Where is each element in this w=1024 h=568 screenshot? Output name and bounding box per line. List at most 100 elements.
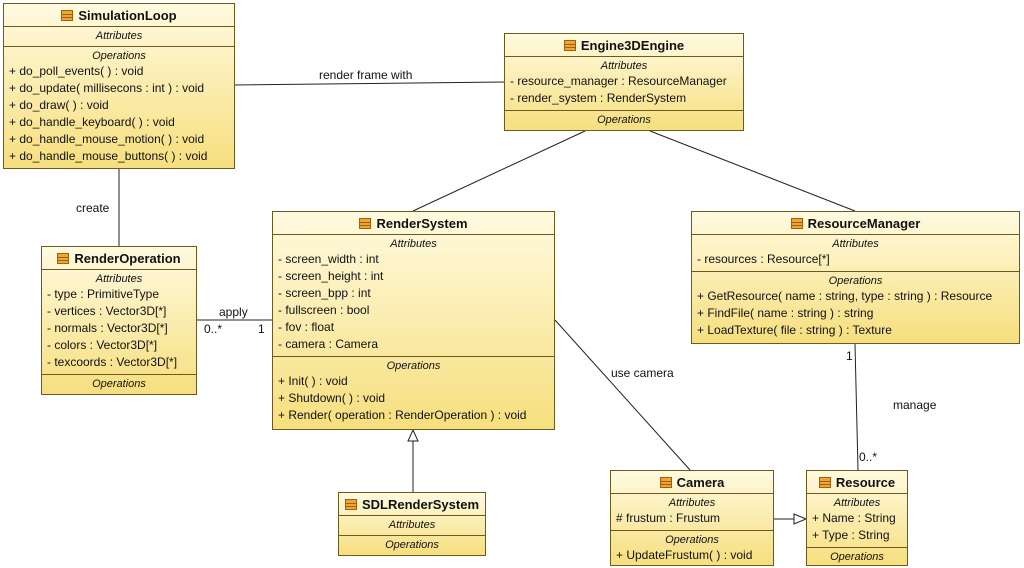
- edge-use-camera: [554, 319, 691, 471]
- operation: + do_handle_mouse_motion( ) : void: [9, 132, 205, 146]
- class-camera[interactable]: Camera Attributes # frustum : Frustum Op…: [610, 470, 774, 566]
- operations-title: Operations: [385, 539, 439, 551]
- class-resource-manager[interactable]: ResourceManager Attributes - resources :…: [691, 211, 1020, 344]
- attribute: - render_system : RenderSystem: [510, 91, 687, 105]
- operation: + GetResource( name : string, type : str…: [697, 289, 993, 303]
- attributes-title: Attributes: [600, 60, 648, 72]
- attributes-section: Attributes + Name : String + Type : Stri…: [807, 494, 907, 548]
- operation: + Init( ) : void: [278, 374, 348, 388]
- operation: + LoadTexture( file : string ) : Texture: [697, 323, 892, 337]
- attribute: - screen_height : int: [278, 269, 384, 283]
- operation: + FindFile( name : string ) : string: [697, 306, 874, 320]
- class-name: Resource: [835, 474, 896, 490]
- label-create: create: [76, 201, 110, 215]
- operation: + Shutdown( ) : void: [278, 391, 386, 405]
- attribute: + Type : String: [812, 528, 890, 542]
- operation: + UpdateFrustum( ) : void: [616, 548, 753, 562]
- label-render-frame-with: render frame with: [319, 68, 413, 82]
- operations-title: Operations: [92, 378, 146, 390]
- class-icon: [61, 9, 74, 21]
- attributes-title: Attributes: [95, 30, 143, 42]
- attributes-section: Attributes - resource_manager : Resource…: [505, 57, 743, 111]
- attributes-title: Attributes: [832, 238, 879, 250]
- label-apply-target-multiplicity: 1: [258, 322, 265, 336]
- class-name: RenderSystem: [376, 215, 468, 231]
- class-name: Camera: [676, 474, 725, 490]
- attribute: - screen_width : int: [278, 252, 379, 266]
- attributes-title: Attributes: [388, 519, 436, 531]
- attribute: - camera : Camera: [278, 337, 379, 351]
- attributes-title: Attributes: [95, 273, 143, 285]
- attribute: - normals : Vector3D[*]: [47, 321, 168, 335]
- operations-title: Operations: [597, 114, 651, 126]
- class-name: SDLRenderSystem: [361, 496, 480, 512]
- class-render-operation[interactable]: RenderOperation Attributes - type : Prim…: [41, 246, 197, 395]
- class-name: Engine3DEngine: [580, 37, 685, 53]
- class-icon: [359, 217, 372, 229]
- operations-section: Operations + Init( ) : void + Shutdown( …: [273, 357, 554, 427]
- operation: + do_update( millisecons : int ) : void: [9, 81, 205, 95]
- attribute: - texcoords : Vector3D[*]: [47, 355, 178, 369]
- operations-section: Operations: [339, 536, 485, 555]
- operations-section: Operations + UpdateFrustum( ) : void: [611, 531, 773, 567]
- class-icon: [818, 476, 831, 488]
- operations-section: Operations: [807, 548, 907, 567]
- class-name: RenderOperation: [74, 250, 181, 266]
- operations-title: Operations: [830, 551, 884, 563]
- attribute: - colors : Vector3D[*]: [47, 338, 158, 352]
- attributes-section: Attributes - screen_width : int - screen…: [273, 235, 554, 357]
- operation: + do_handle_mouse_buttons( ) : void: [9, 149, 208, 163]
- attributes-section: Attributes - type : PrimitiveType - vert…: [42, 270, 196, 375]
- class-icon: [790, 217, 803, 229]
- class-resource[interactable]: Resource Attributes + Name : String + Ty…: [806, 470, 908, 566]
- operations-section: Operations: [505, 111, 743, 130]
- attribute: - resources : Resource[*]: [697, 252, 830, 266]
- operations-title: Operations: [828, 275, 883, 287]
- class-sdl-render-system[interactable]: SDLRenderSystem Attributes Operations: [338, 492, 486, 556]
- edge-manage: [854, 343, 859, 471]
- operations-title: Operations: [386, 360, 441, 372]
- operations-section: Operations + GetResource( name : string,…: [692, 272, 1019, 342]
- attribute: - fov : float: [278, 320, 335, 334]
- class-icon: [57, 252, 70, 264]
- class-icon: [563, 39, 576, 51]
- operation: + do_poll_events( ) : void: [9, 64, 144, 78]
- operations-section: Operations: [42, 375, 196, 394]
- label-use-camera: use camera: [611, 366, 674, 380]
- attribute: + Name : String: [812, 511, 896, 525]
- label-manage: manage: [893, 398, 937, 412]
- operation: + Render( operation : RenderOperation ) …: [278, 408, 527, 422]
- class-icon: [659, 476, 672, 488]
- edge-engine-rendersystem: [412, 130, 586, 212]
- label-apply: apply: [219, 305, 248, 319]
- label-manage-target-multiplicity: 0..*: [859, 450, 878, 464]
- class-render-system[interactable]: RenderSystem Attributes - screen_width :…: [272, 211, 555, 430]
- operation: + do_handle_keyboard( ) : void: [9, 115, 175, 129]
- attributes-section: Attributes: [339, 516, 485, 536]
- attributes-section: Attributes # frustum : Frustum: [611, 494, 773, 531]
- attributes-section: Attributes: [4, 27, 234, 47]
- attributes-section: Attributes - resources : Resource[*]: [692, 235, 1019, 272]
- operations-title: Operations: [665, 534, 719, 546]
- operations-title: Operations: [92, 50, 146, 62]
- attributes-title: Attributes: [390, 238, 437, 250]
- edge-engine-resourcemanager: [649, 130, 856, 212]
- class-simulation-loop[interactable]: SimulationLoop Attributes Operations + d…: [3, 3, 235, 169]
- attribute: # frustum : Frustum: [616, 511, 721, 525]
- class-name: ResourceManager: [807, 215, 921, 231]
- attribute: - screen_bpp : int: [278, 286, 371, 300]
- camera-resource-arrowhead: [793, 513, 808, 525]
- attribute: - vertices : Vector3D[*]: [47, 304, 167, 318]
- class-engine3dengine[interactable]: Engine3DEngine Attributes - resource_man…: [504, 33, 744, 131]
- generalization-arrowhead: [407, 428, 419, 442]
- attribute: - type : PrimitiveType: [47, 287, 160, 301]
- operation: + do_draw( ) : void: [9, 98, 109, 112]
- attributes-title: Attributes: [668, 497, 716, 509]
- attribute: - resource_manager : ResourceManager: [510, 74, 727, 88]
- attributes-title: Attributes: [833, 497, 881, 509]
- attribute: - fullscreen : bool: [278, 303, 370, 317]
- label-manage-source-multiplicity: 1: [846, 349, 853, 363]
- label-apply-source-multiplicity: 0..*: [204, 322, 223, 336]
- operations-section: Operations + do_poll_events( ) : void + …: [4, 47, 234, 168]
